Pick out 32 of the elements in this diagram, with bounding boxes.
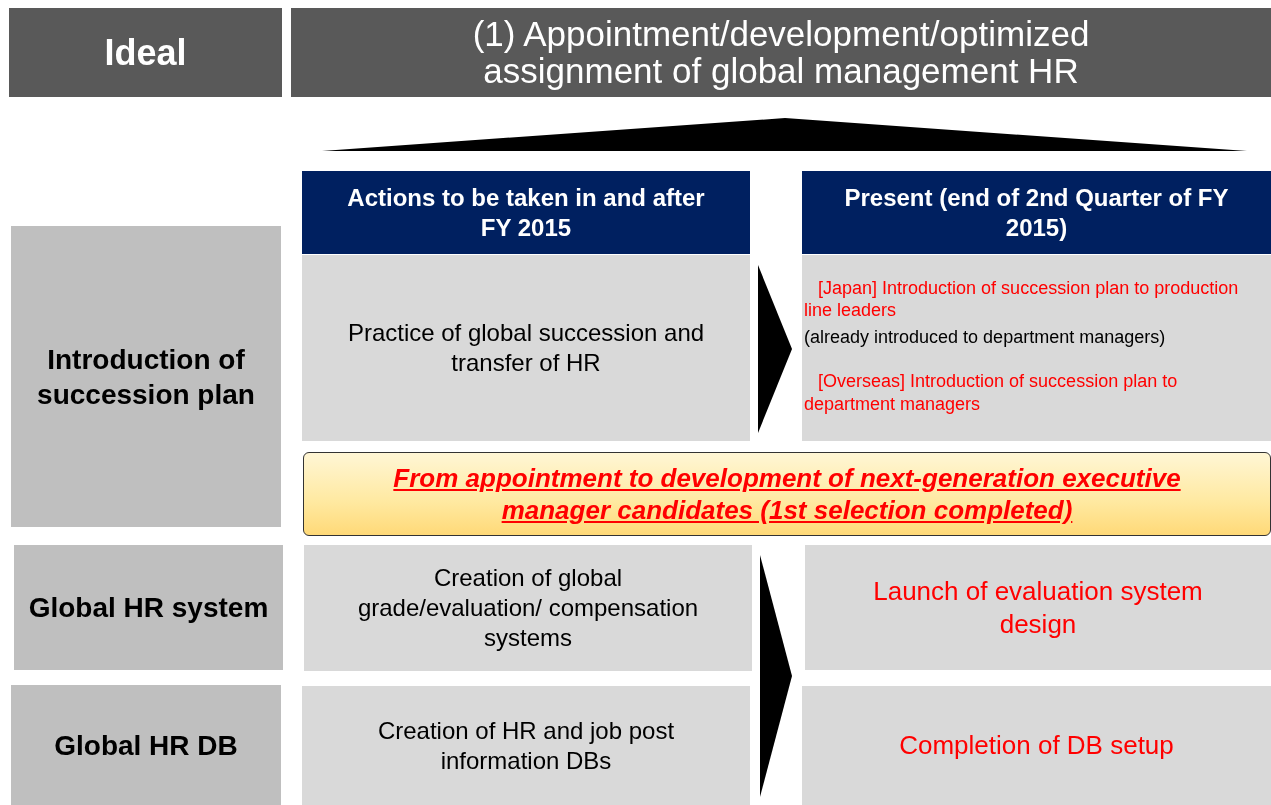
cell-text: Present (end of 2nd Quarter of FY 2015) xyxy=(843,182,1230,243)
table-cell xyxy=(302,255,750,441)
cell-text: Practice of global succession and transfer of HR xyxy=(346,318,706,378)
chevron-arrow xyxy=(760,555,792,797)
highlight-banner xyxy=(303,452,1271,536)
row-header xyxy=(11,226,281,527)
chevron-arrow xyxy=(758,265,792,433)
table-cell xyxy=(802,686,1271,805)
cell-text: Global HR DB xyxy=(53,728,239,763)
table-cell xyxy=(805,545,1271,670)
row-header xyxy=(14,545,283,670)
cell-text: Creation of HR and job post information DBs xyxy=(376,715,676,776)
cell-text: Creation of global grade/evaluation/ compensation systems xyxy=(356,563,700,653)
row-header xyxy=(11,685,281,805)
title-banner xyxy=(291,8,1271,97)
cell-text: [Japan] Introduction of succession plan to production line leaders xyxy=(804,276,1240,322)
cell-text: Actions to be taken in and after FY 2015 xyxy=(346,182,706,243)
heading-text: (1) Appointment/development/optimized assignment of global management HR xyxy=(471,15,1091,90)
cell-text: Launch of evaluation system design xyxy=(872,575,1204,640)
column-header xyxy=(802,171,1271,254)
cell-text: From appointment to development of next-generation executive manager candidates (1st selection completed) xyxy=(392,461,1182,527)
cell-text: Completion of DB setup xyxy=(898,729,1175,762)
heading-box xyxy=(9,8,282,97)
table-cell xyxy=(304,545,752,671)
note-text: (already introduced to department managers) xyxy=(804,325,1166,349)
table-cell xyxy=(302,686,750,805)
cell-text: Global HR system xyxy=(27,591,270,625)
cell-text: [Overseas] Introduction of succession plan to department managers xyxy=(804,370,1179,416)
cell-text: Introduction of succession plan xyxy=(36,342,256,412)
heading-text: Ideal xyxy=(103,31,188,75)
column-header xyxy=(302,171,750,254)
table-cell xyxy=(802,255,1271,441)
